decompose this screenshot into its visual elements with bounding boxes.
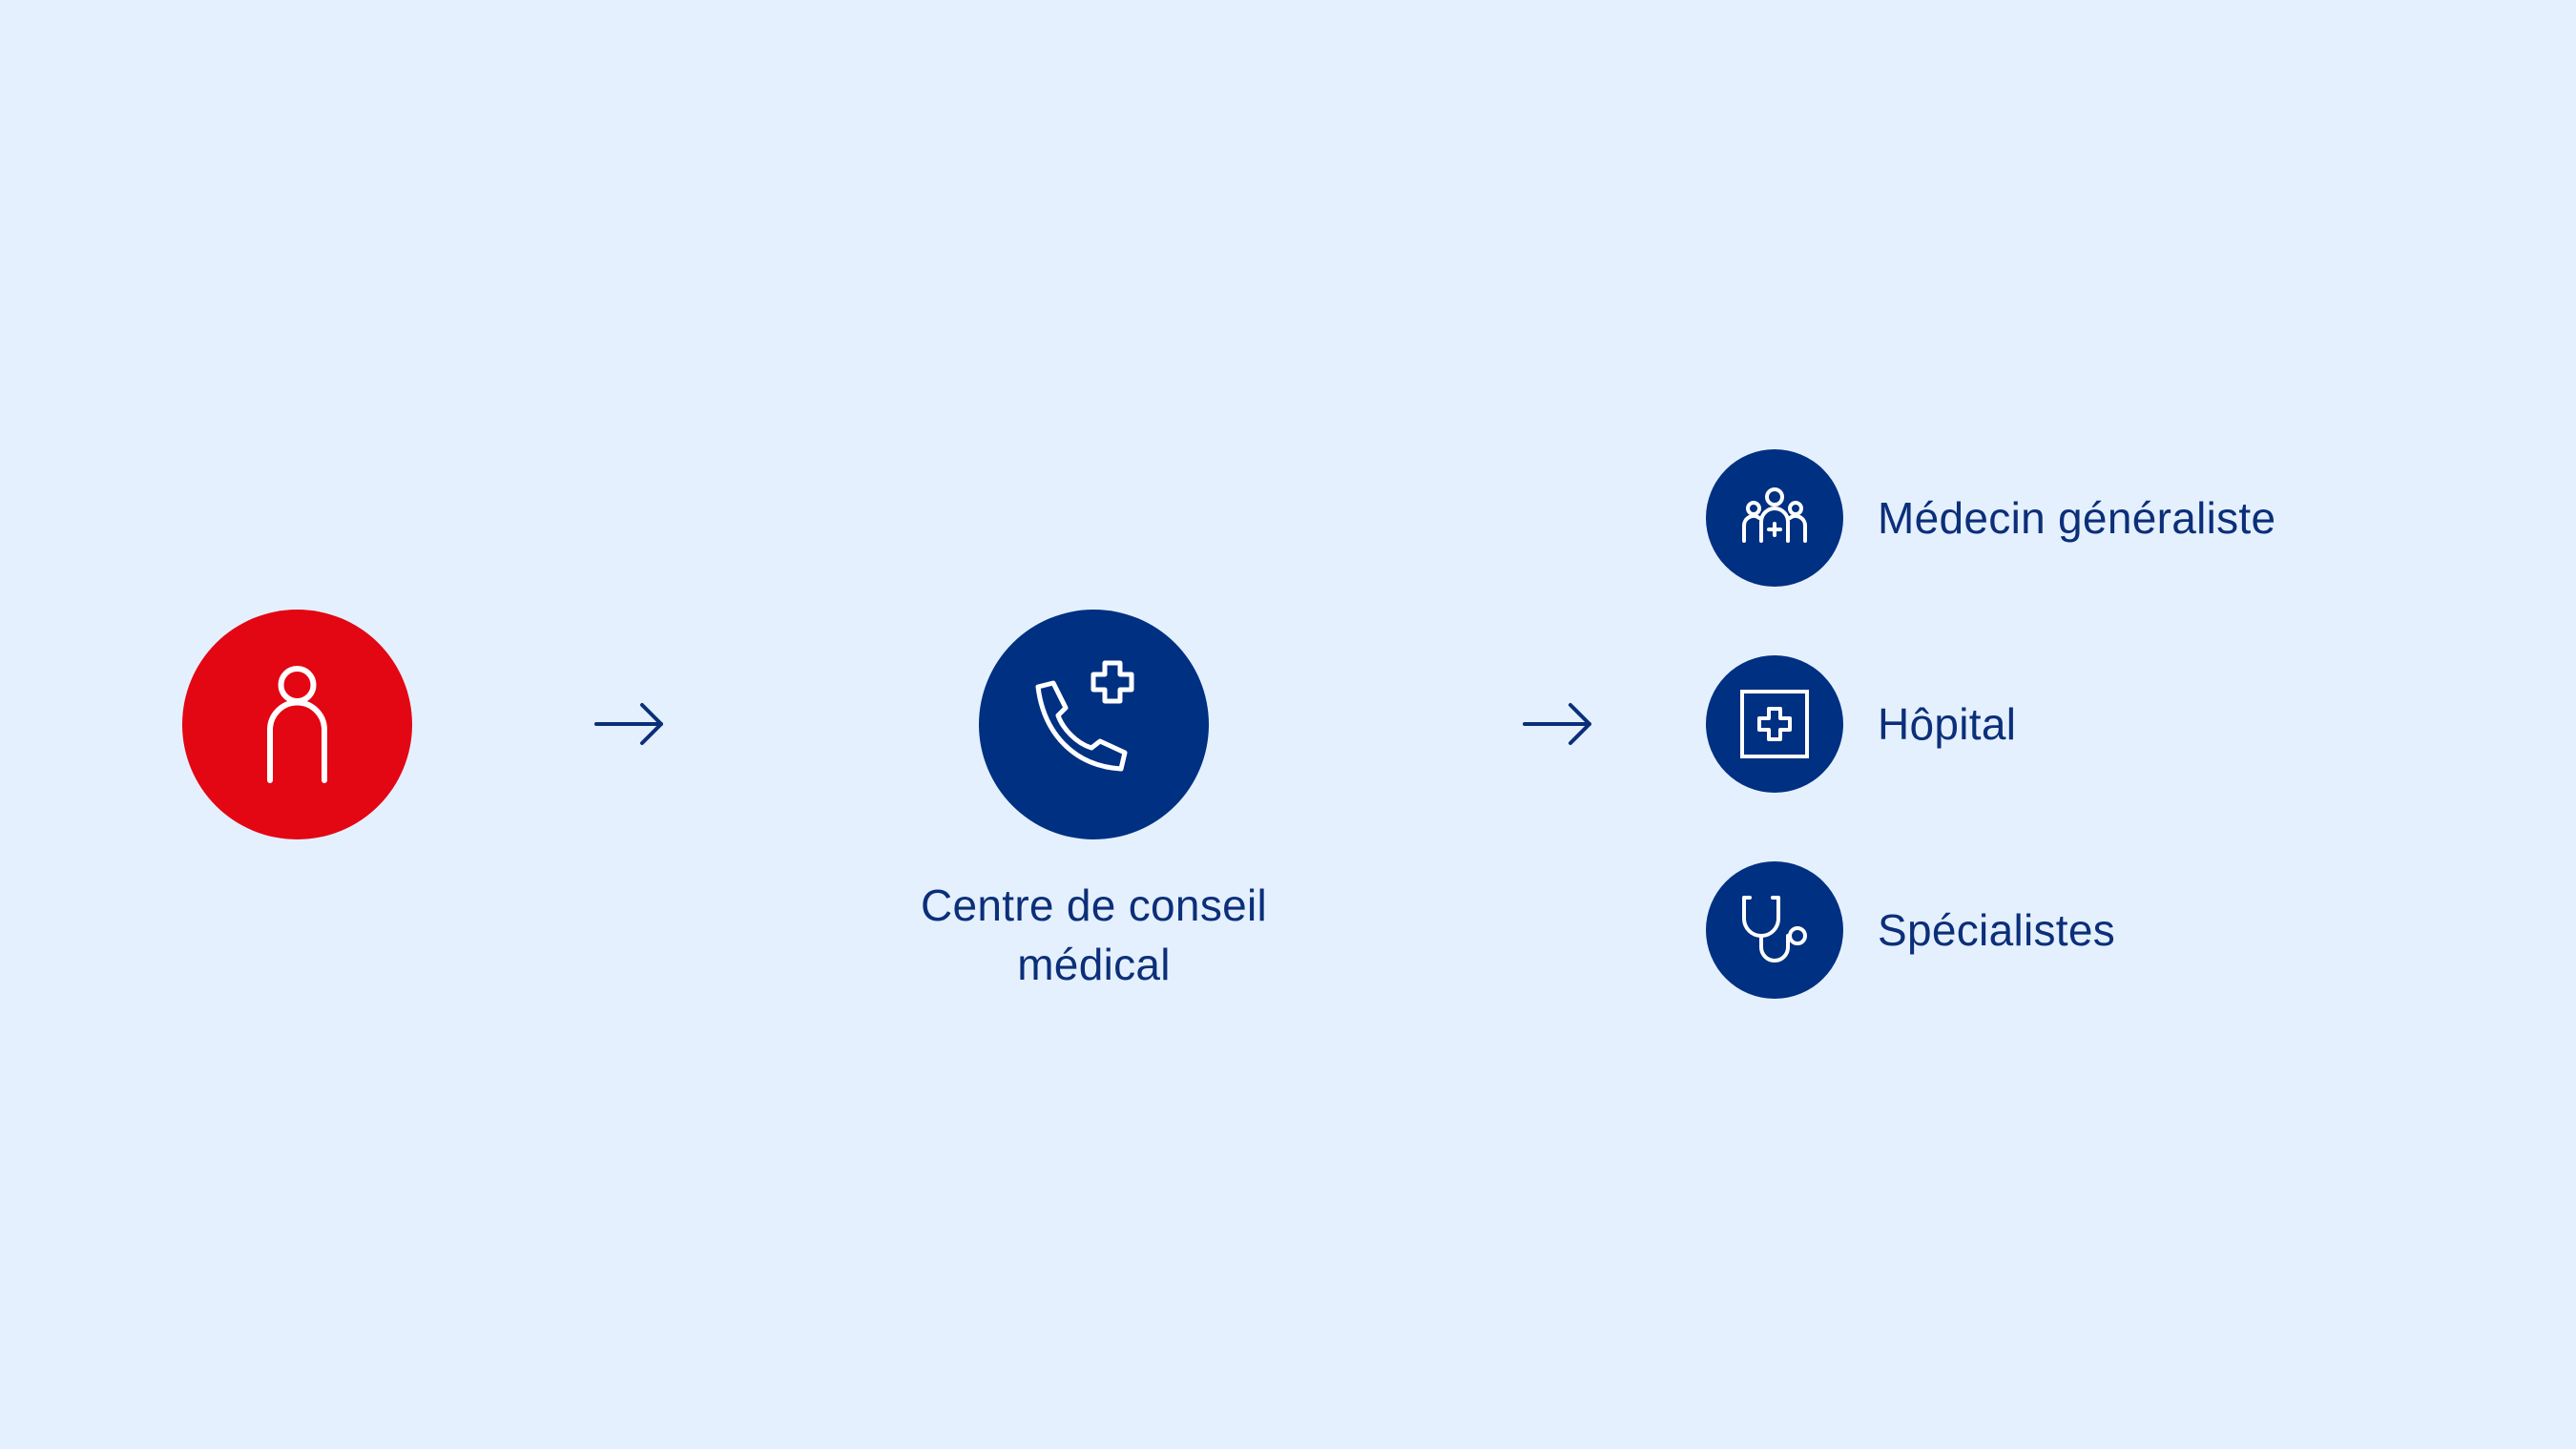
advice-center-label: Centre de conseil médical xyxy=(854,876,1334,994)
hospital-node xyxy=(1706,655,1843,793)
person-icon xyxy=(267,666,327,783)
specialists-node xyxy=(1706,861,1843,999)
hospital-icon xyxy=(1740,690,1809,758)
specialists-label: Spécialistes xyxy=(1878,905,2116,955)
advice-center-node xyxy=(979,610,1209,839)
stethoscope-icon xyxy=(1742,896,1807,963)
patient-node xyxy=(182,610,412,839)
phone-medical-icon xyxy=(1035,660,1134,772)
general-practitioner-node xyxy=(1706,449,1843,587)
general-practitioner-label: Médecin généraliste xyxy=(1878,493,2276,543)
arrow-right-icon xyxy=(1523,703,1591,745)
doctors-group-icon xyxy=(1742,487,1807,543)
advice-center-label-line2: médical xyxy=(1017,940,1171,989)
advice-center-label-line1: Centre de conseil xyxy=(920,880,1268,930)
arrow-right-icon xyxy=(594,703,663,745)
hospital-label: Hôpital xyxy=(1878,699,2017,749)
